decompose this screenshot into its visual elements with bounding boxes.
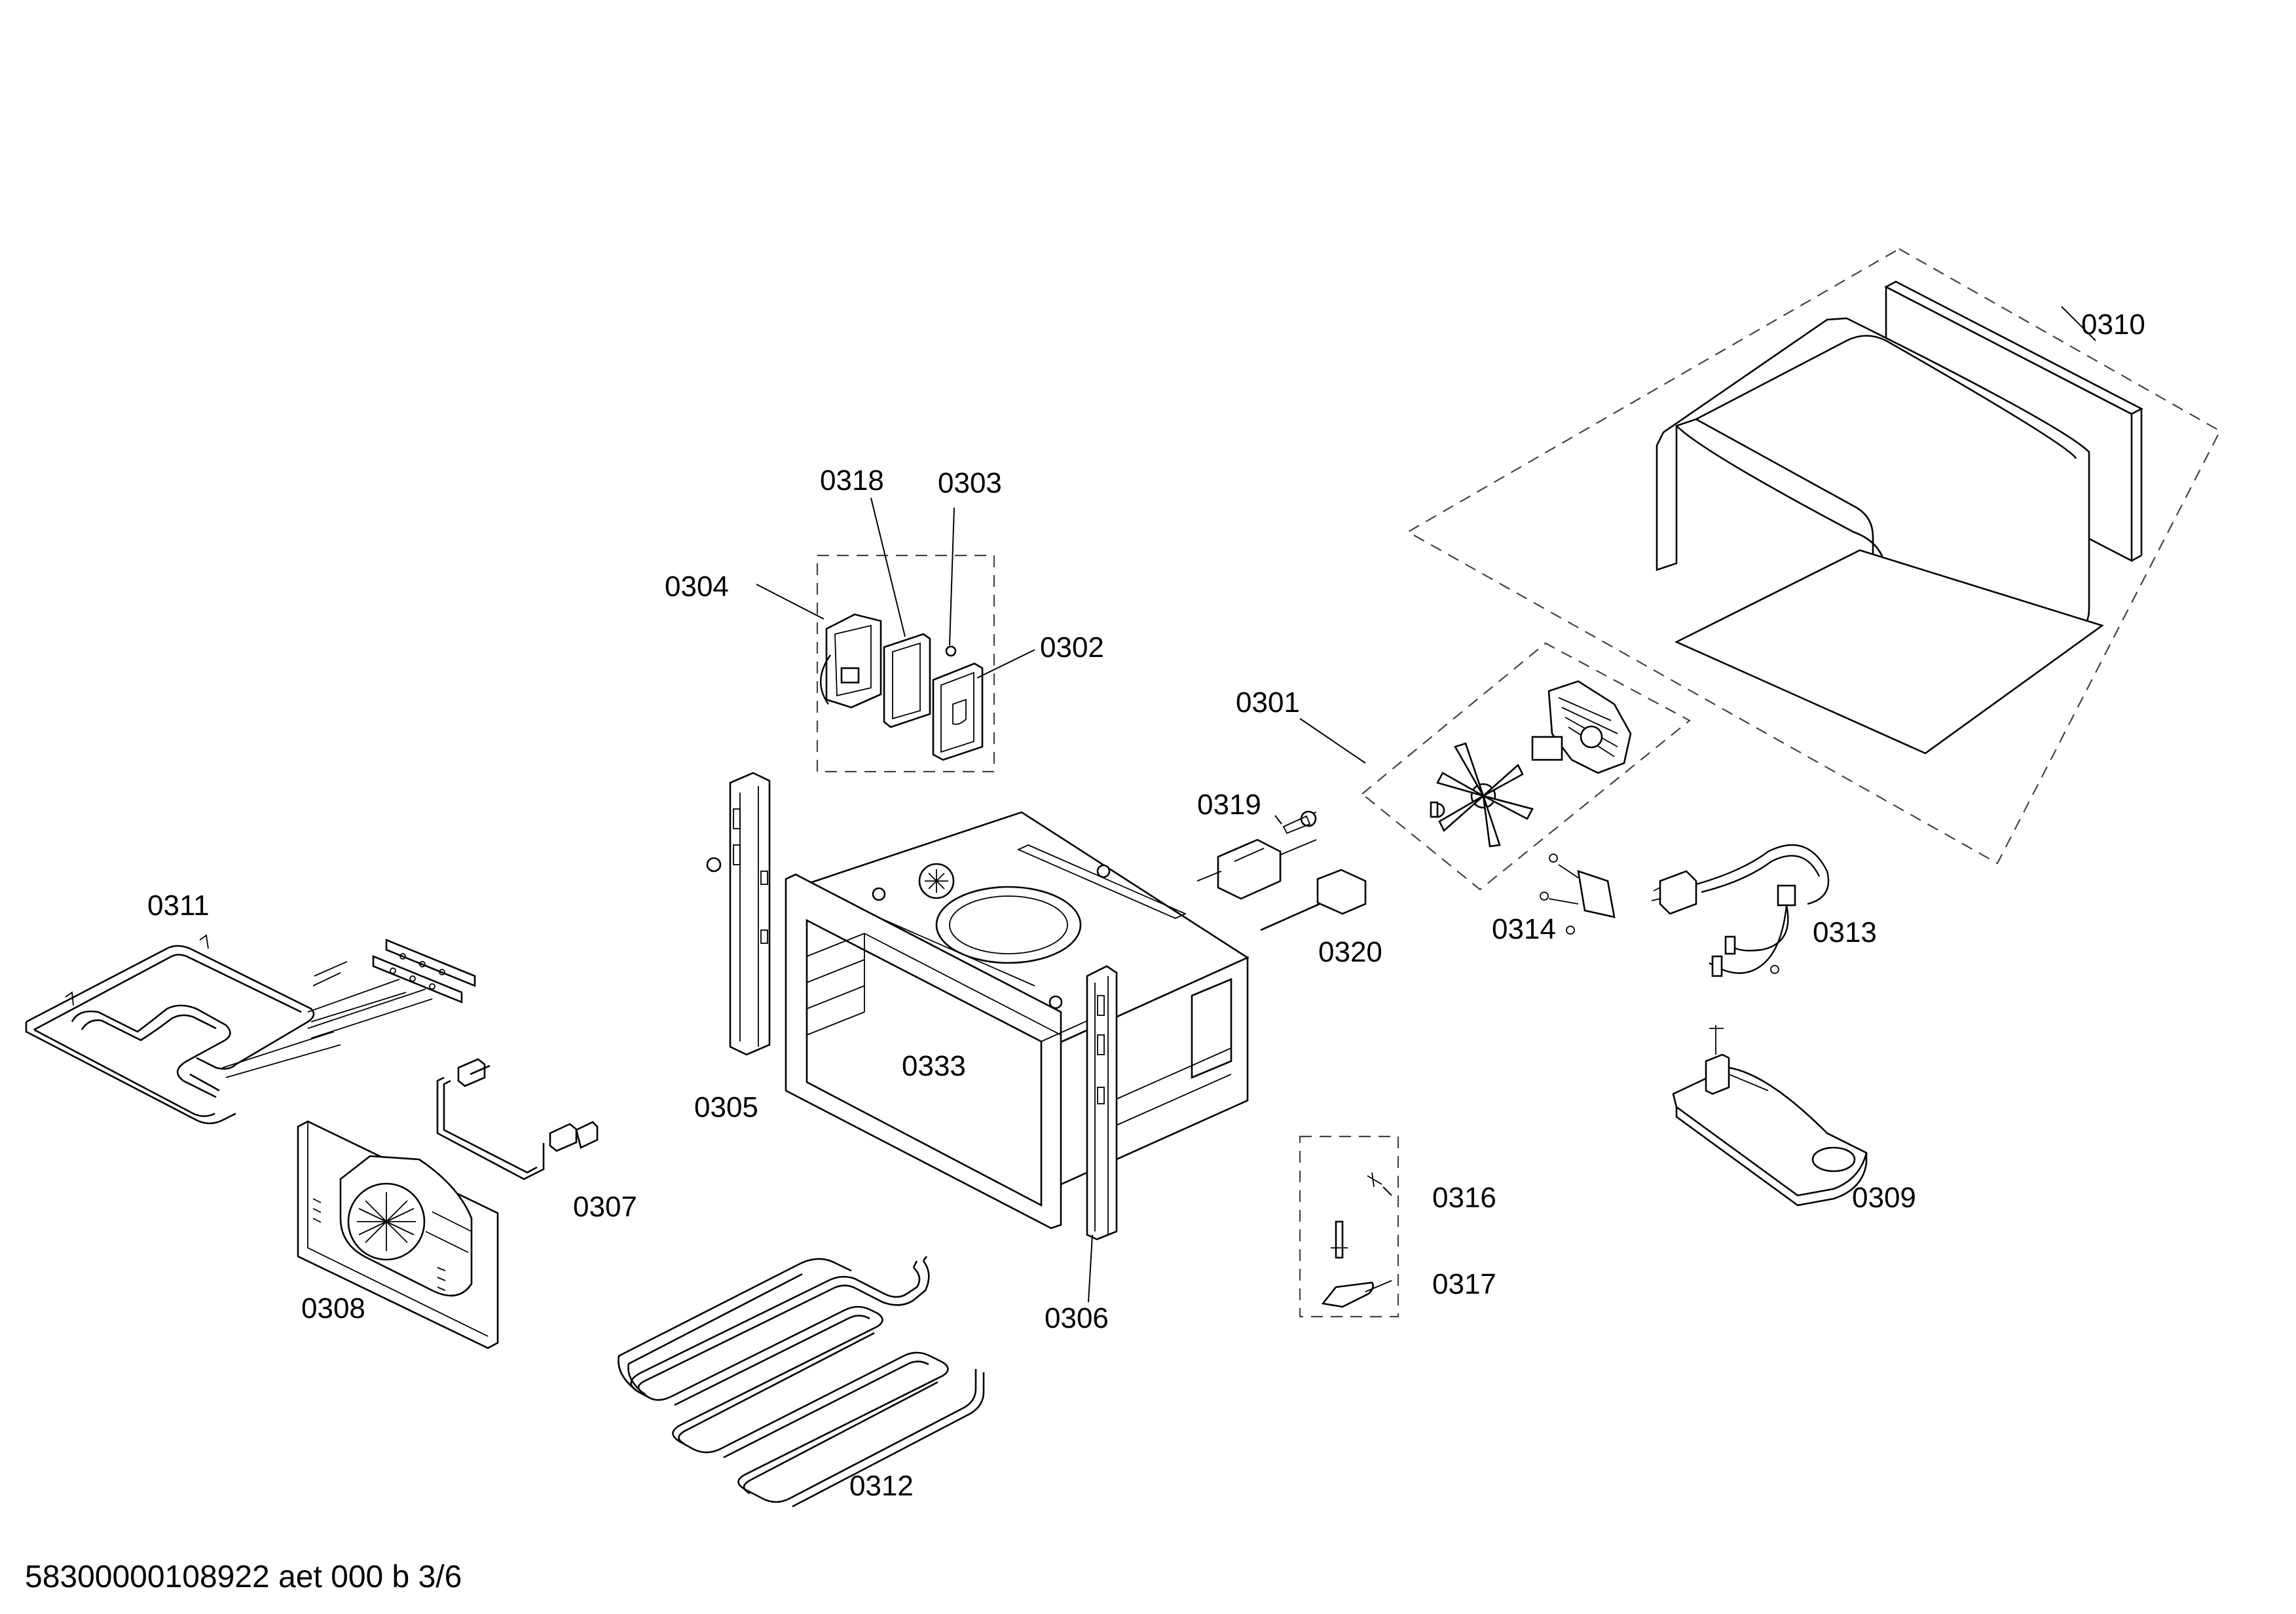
label-0303: 0303 — [938, 467, 1002, 499]
label-0305: 0305 — [694, 1091, 758, 1123]
fan-wheel — [1436, 742, 1534, 848]
leader-lines — [756, 306, 2096, 1303]
label-0310: 0310 — [2081, 309, 2145, 341]
label-0320: 0320 — [1318, 936, 1382, 968]
label-0314: 0314 — [1492, 913, 1556, 945]
part-0309-base-tray — [1672, 1025, 1868, 1207]
part-0311-top-heater — [25, 934, 476, 1125]
part-0313-power-cable — [1651, 844, 1830, 977]
label-0304: 0304 — [665, 571, 729, 603]
label-0307: 0307 — [573, 1191, 637, 1223]
label-0309: 0309 — [1852, 1182, 1916, 1214]
label-0333: 0333 — [902, 1050, 966, 1082]
document-code: 58300000108922 aet 000 b 3/6 — [25, 1560, 462, 1594]
part-0308-rear-panel — [297, 1120, 499, 1349]
part-0307-ring-element — [436, 1058, 599, 1180]
label-0302: 0302 — [1040, 631, 1104, 664]
label-0316: 0316 — [1432, 1182, 1496, 1214]
label-0313: 0313 — [1813, 916, 1877, 948]
label-0306: 0306 — [1045, 1302, 1109, 1334]
part-0312-bottom-heater — [618, 1256, 985, 1508]
label-0301: 0301 — [1236, 686, 1300, 719]
part-0316-0317-small-parts — [1299, 1135, 1399, 1318]
label-0319: 0319 — [1197, 789, 1261, 821]
part-0320-temperature-sensor — [1260, 869, 1367, 931]
label-0317: 0317 — [1432, 1268, 1496, 1300]
part-0310-insulation-cover — [1406, 248, 2221, 865]
part-0301-fan-assembly — [1361, 642, 1691, 891]
label-0311: 0311 — [147, 890, 210, 922]
label-0308: 0308 — [301, 1292, 365, 1324]
part-0333-oven-cavity — [785, 811, 1250, 1229]
part-lamp-assembly — [816, 554, 995, 773]
part-0306-right-rail — [1048, 965, 1118, 1241]
part-0319-bracket — [1196, 810, 1317, 900]
label-0312: 0312 — [849, 1470, 914, 1502]
label-0318: 0318 — [820, 464, 884, 497]
part-0305-left-rail — [706, 772, 771, 1056]
part-0314-hardware — [1540, 854, 1616, 935]
part-labels: 0310 0318 0303 0304 0302 0301 0319 0311 … — [147, 309, 2145, 1502]
